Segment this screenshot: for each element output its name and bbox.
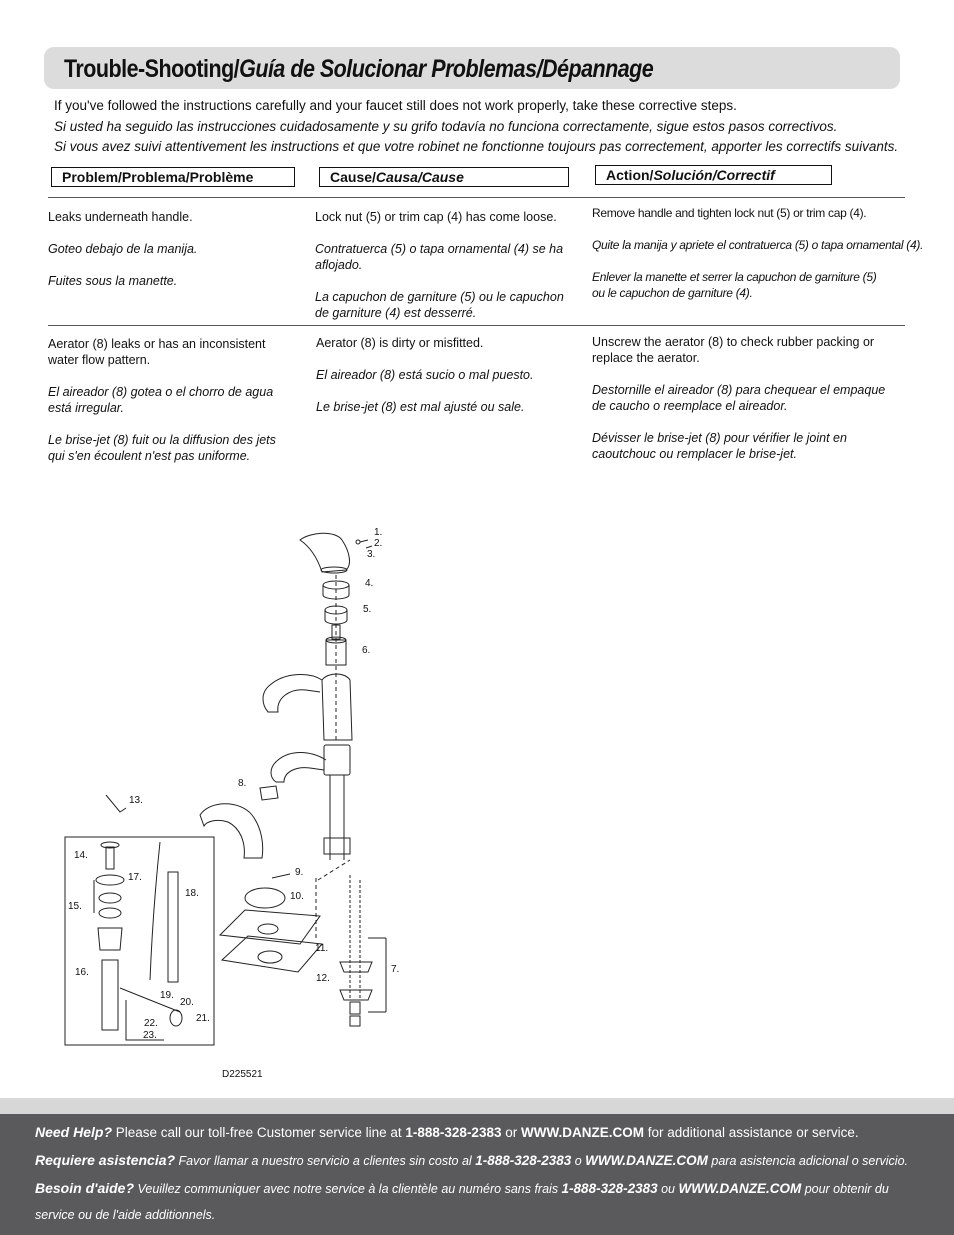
footer-band	[0, 1098, 954, 1114]
phone-link-fr[interactable]: 1-888-328-2383	[561, 1181, 658, 1196]
part-label: 2.	[374, 538, 382, 549]
title-en: Trouble-Shooting/	[64, 55, 240, 83]
spout-upper	[262, 674, 323, 713]
intro-fr: Si vous avez suivi attentivement les ins…	[54, 139, 899, 154]
row2-cause: Aerator (8) is dirty or misfitted. El ai…	[316, 336, 534, 414]
title-fr: Dépannage	[541, 55, 654, 83]
part-label: 9.	[295, 867, 303, 878]
part-label: 10.	[290, 891, 304, 902]
handle-base	[320, 566, 348, 574]
parts-diagram: 1.2.3. 4. 5. 6. 7. 8. 9. 10. 11. 12. 13. 14. 15. 16. 1…	[64, 527, 399, 1080]
part-label: 3.	[367, 549, 375, 560]
part-label: 19.	[160, 990, 174, 1001]
row2-problem: Aerator (8) leaks or has an inconsistent…	[48, 337, 276, 463]
part-label: 1.	[374, 527, 382, 538]
page-title: Trouble-Shooting/Guía de Solucionar Prob…	[64, 55, 654, 84]
intro-es: Si usted ha seguido las instrucciones cu…	[54, 119, 838, 134]
part-label: 7.	[391, 964, 399, 975]
part-labels: 1.2.3. 4. 5. 6. 7. 8. 9. 10. 11. 12. 13. 14. 15. 16. 1…	[68, 527, 399, 1041]
title-es: Guía de Solucionar Problemas/	[239, 55, 542, 83]
website-link[interactable]: WWW.DANZE.COM	[520, 1125, 644, 1140]
header-action: Action/Solución/Correctif	[595, 165, 832, 185]
handle-part	[299, 532, 350, 573]
part-label: 21.	[196, 1013, 210, 1024]
header-problem: Problem/Problema/Problème	[51, 167, 295, 187]
part-label: 14.	[74, 850, 88, 861]
diagram-code: D225521	[222, 1069, 263, 1080]
part-label: 20.	[180, 997, 194, 1008]
website-link-fr[interactable]: WWW.DANZE.COM	[678, 1181, 802, 1196]
footer-en: Need Help? Please call our toll-free Cus…	[35, 1124, 859, 1140]
footer-fr-line2: service ou de l'aide additionnels.	[35, 1208, 216, 1222]
footer-es: Requiere asistencia? Favor llamar a nues…	[35, 1152, 909, 1168]
part-label: 22.	[144, 1018, 158, 1029]
part-label: 18.	[185, 888, 199, 899]
divider-mid	[48, 325, 905, 326]
screw-part	[355, 539, 361, 545]
part-label: 13.	[129, 795, 143, 806]
footer-fr: Besoin d'aide? Veuillez communiquer avec…	[35, 1180, 889, 1196]
part-label: 4.	[365, 578, 373, 589]
part-label: 17.	[128, 872, 142, 883]
row1-problem: Leaks underneath handle. Goteo debajo de…	[48, 210, 198, 288]
hex-key-part	[105, 794, 127, 813]
part-label: 6.	[362, 645, 370, 656]
title-bar: Trouble-Shooting/Guía de Solucionar Prob…	[44, 47, 900, 89]
website-link-es[interactable]: WWW.DANZE.COM	[585, 1153, 708, 1168]
header-cause: Cause/Causa/Cause	[319, 167, 569, 187]
intro-en: If you've followed the instructions care…	[54, 98, 737, 113]
footer	[0, 1098, 954, 1235]
row2-action: Unscrew the aerator (8) to check rubber …	[592, 335, 886, 461]
drain-assembly-box	[64, 836, 215, 1046]
divider-top	[48, 197, 905, 198]
part-label: 16.	[75, 967, 89, 978]
part-label: 5.	[363, 604, 371, 615]
row1-action: Remove handle and tighten lock nut (5) o…	[592, 206, 924, 300]
part-label: 8.	[238, 778, 246, 789]
phone-link[interactable]: 1-888-328-2383	[405, 1125, 502, 1140]
part-label: 11.	[315, 943, 328, 954]
part-label: 15.	[68, 901, 82, 912]
part-label: 12.	[316, 973, 330, 984]
row1-cause: Lock nut (5) or trim cap (4) has come lo…	[315, 210, 564, 320]
phone-link-es[interactable]: 1-888-328-2383	[475, 1153, 572, 1168]
part-label: 23.	[143, 1030, 157, 1041]
